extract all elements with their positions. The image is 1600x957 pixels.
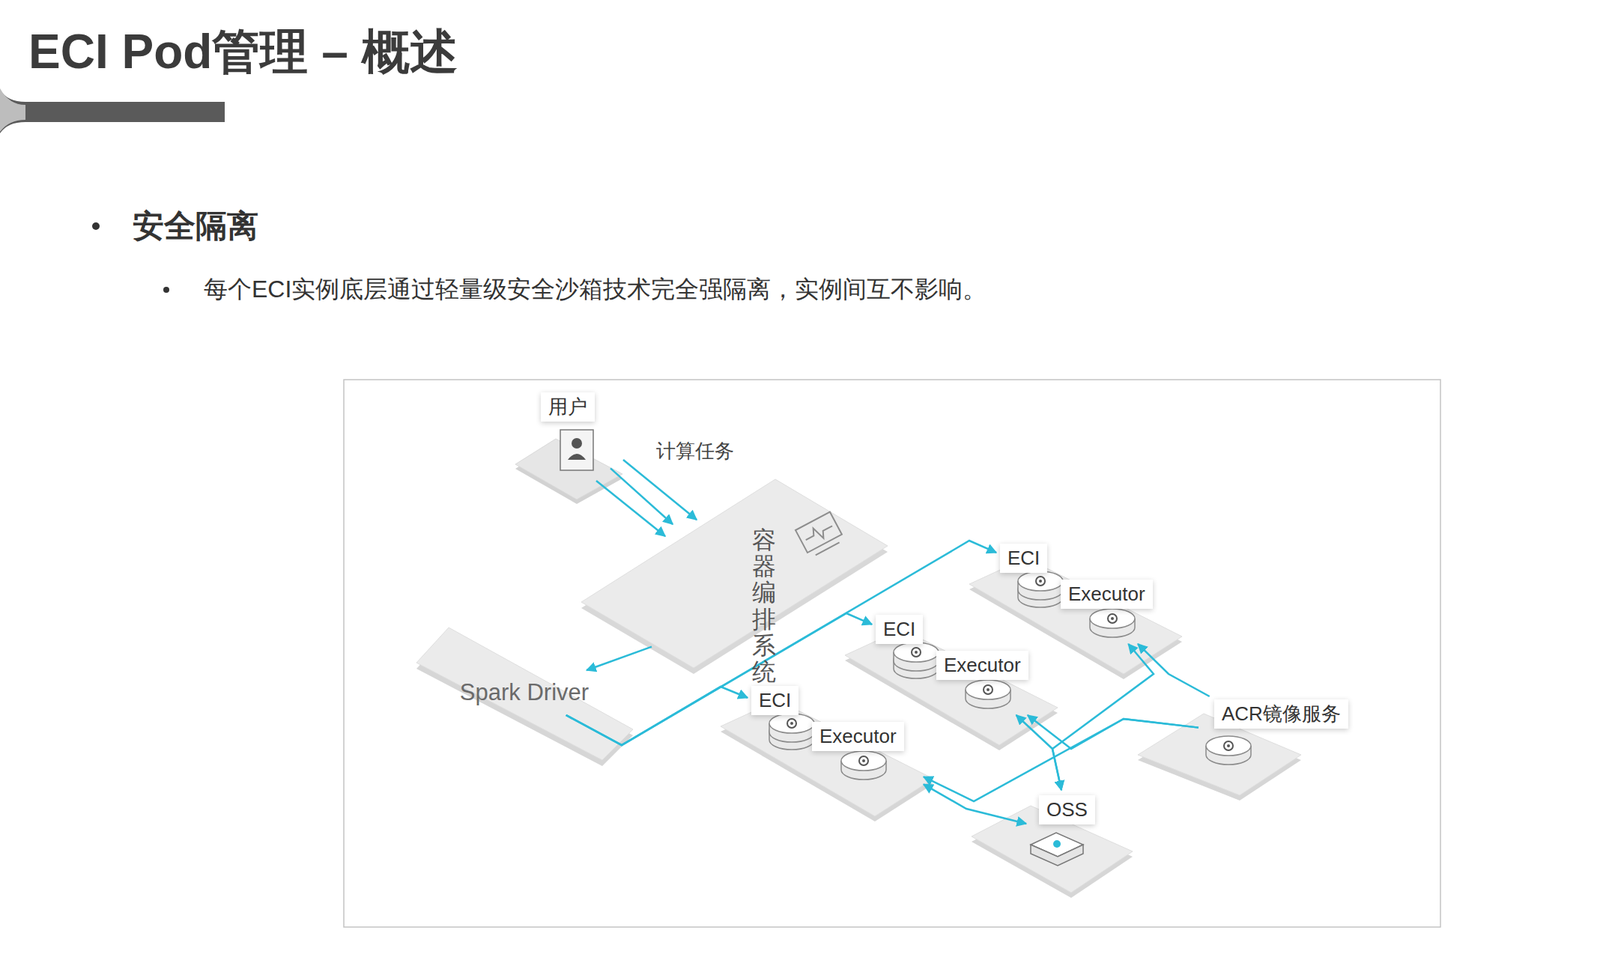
eci-node: ECI Executor — [996, 539, 1173, 645]
orchestration-node: 容器编排系统 — [651, 524, 877, 689]
node-label: ECI — [875, 614, 923, 645]
node-label: Executor — [811, 722, 905, 752]
eci-node: ECI Executor — [747, 681, 924, 787]
node-title: Spark Driver — [459, 679, 589, 707]
connector-arrow — [566, 540, 997, 746]
spark-platform — [416, 627, 633, 767]
user-tile — [515, 429, 623, 505]
eci-platform — [720, 700, 934, 822]
connector-arrow — [1052, 644, 1154, 791]
connector-arrow — [610, 468, 673, 525]
node-label: 用户 — [540, 392, 595, 422]
bullet-text: 每个ECI实例底层通过轻量级安全沙箱技术完全强隔离，实例间互不影响。 — [203, 273, 987, 307]
node-label: Executor — [1060, 579, 1153, 609]
connector-arrow — [566, 686, 748, 746]
connector-arrow — [1027, 715, 1199, 750]
title-bar — [0, 89, 225, 134]
bullet-dot — [163, 286, 170, 293]
acr-node: ACR镜像服务 — [1198, 696, 1371, 780]
page-title: ECI Pod管理 – 概述 — [28, 19, 458, 85]
eci-node: ECI Executor — [871, 610, 1048, 716]
node-label: Executor — [936, 650, 1029, 681]
edge-label: 计算任务 — [653, 437, 738, 466]
oss-node: OSS — [1026, 790, 1117, 881]
node-label: ACR镜像服务 — [1214, 699, 1349, 729]
orchestration-platform — [581, 479, 888, 675]
bullet-dot — [92, 222, 100, 230]
diagram-frame — [343, 379, 1441, 928]
connector-arrow — [923, 784, 1027, 824]
spark-driver-node: Spark Driver — [441, 670, 607, 716]
node-label: ECI — [751, 686, 799, 716]
bullet-heading: 安全隔离 — [132, 205, 259, 248]
node-label: OSS — [1038, 795, 1096, 825]
connector-arrow — [1137, 644, 1210, 697]
connector-arrow — [586, 647, 652, 671]
title-bar-curve — [0, 88, 26, 132]
node-label: ECI — [1000, 543, 1048, 574]
node-title: 容器编排系统 — [752, 527, 777, 686]
connectors — [566, 468, 1210, 824]
connector-arrow — [1016, 715, 1062, 791]
user-node: 用户 — [535, 388, 611, 482]
monitor-icon — [795, 512, 845, 559]
